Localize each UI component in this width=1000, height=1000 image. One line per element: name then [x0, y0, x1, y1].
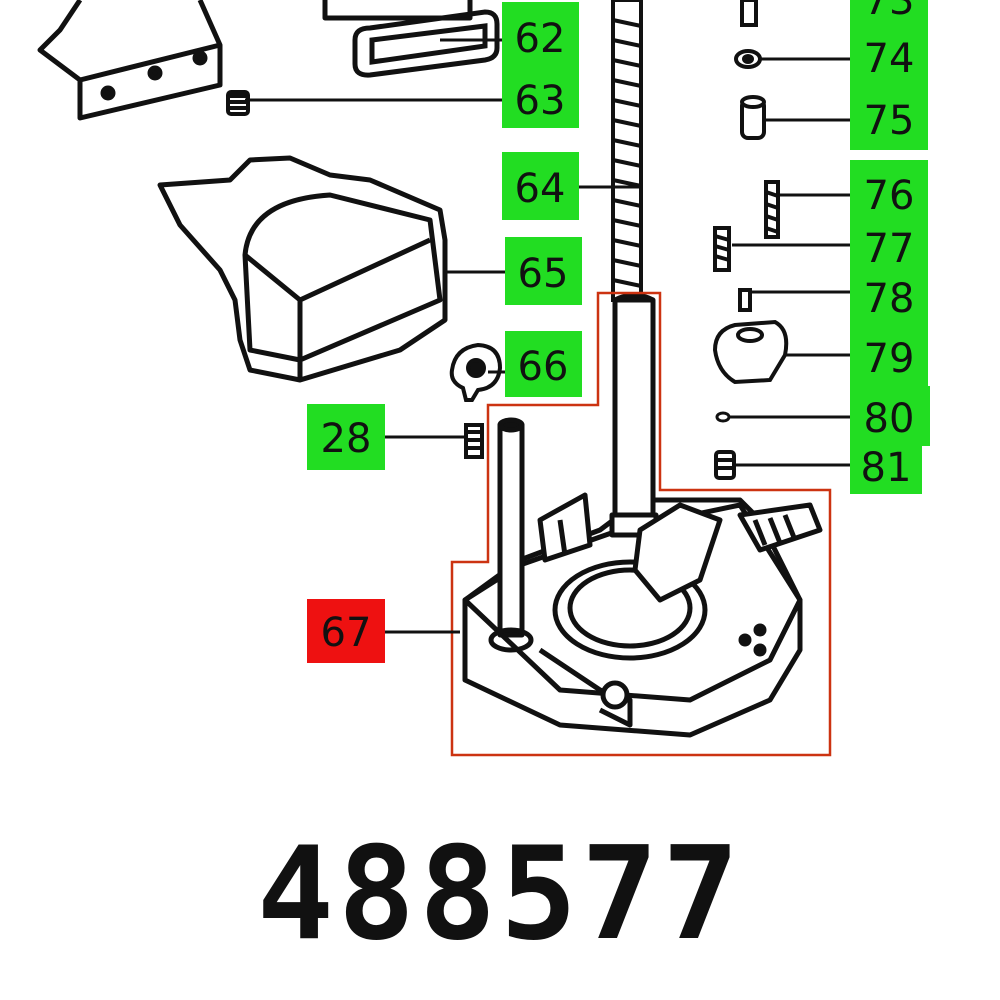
- svg-text:79: 79: [864, 336, 915, 382]
- highlight-outline: [450, 291, 832, 757]
- cap-part-icon: [712, 319, 789, 385]
- svg-text:67: 67: [321, 610, 372, 656]
- washer-part-icon: [734, 49, 762, 69]
- stud-part-icon: [464, 423, 484, 459]
- bolt-part-icon: [764, 180, 780, 239]
- callout-64: 64: [502, 152, 579, 220]
- svg-text:66: 66: [518, 344, 569, 390]
- svg-text:80: 80: [864, 396, 915, 442]
- callout-73: 73: [850, 0, 928, 24]
- router-base-part-icon: [462, 292, 823, 738]
- svg-text:78: 78: [864, 276, 915, 322]
- callout-81: 81: [850, 445, 922, 494]
- svg-text:62: 62: [515, 16, 566, 62]
- callout-75: 75: [850, 86, 928, 150]
- svg-text:28: 28: [321, 416, 372, 462]
- spring-part-icon: [713, 226, 731, 272]
- svg-text:65: 65: [518, 251, 569, 297]
- nut-part-icon: [714, 450, 736, 480]
- callout-80: 80: [850, 386, 930, 446]
- callout-66: 66: [505, 331, 582, 397]
- knob-part-icon: [449, 342, 503, 402]
- callout-74: 74: [850, 24, 928, 88]
- guard-part-icon: [157, 155, 448, 383]
- svg-text:63: 63: [515, 78, 566, 124]
- callout-63: 63: [502, 68, 579, 128]
- bracket-part-icon: [37, 0, 473, 121]
- svg-text:76: 76: [864, 173, 915, 219]
- part-number: 488577: [256, 820, 744, 969]
- ring-part-icon: [715, 411, 731, 423]
- callout-77: 77: [850, 226, 928, 276]
- callout-79: 79: [850, 326, 928, 386]
- svg-text:64: 64: [515, 166, 566, 212]
- gasket-part-icon: [352, 9, 500, 78]
- leader-lines: [245, 38, 850, 634]
- callout-65: 65: [505, 237, 582, 305]
- callout-76: 76: [850, 160, 928, 226]
- callout-78: 78: [850, 276, 928, 326]
- pin-part-icon: [740, 0, 758, 27]
- small-pin-part-icon: [738, 288, 752, 312]
- svg-text:74: 74: [864, 36, 915, 82]
- svg-text:73: 73: [864, 0, 915, 24]
- screw-part-icon: [226, 90, 250, 116]
- svg-text:75: 75: [864, 98, 915, 144]
- callout-62: 62: [502, 2, 579, 70]
- sleeve-part-icon: [740, 95, 766, 140]
- svg-text:77: 77: [864, 226, 915, 272]
- callout-28: 28: [307, 404, 385, 470]
- svg-text:81: 81: [861, 445, 912, 491]
- callout-67: 67: [307, 599, 385, 663]
- threaded-rod-part-icon: [611, 0, 643, 302]
